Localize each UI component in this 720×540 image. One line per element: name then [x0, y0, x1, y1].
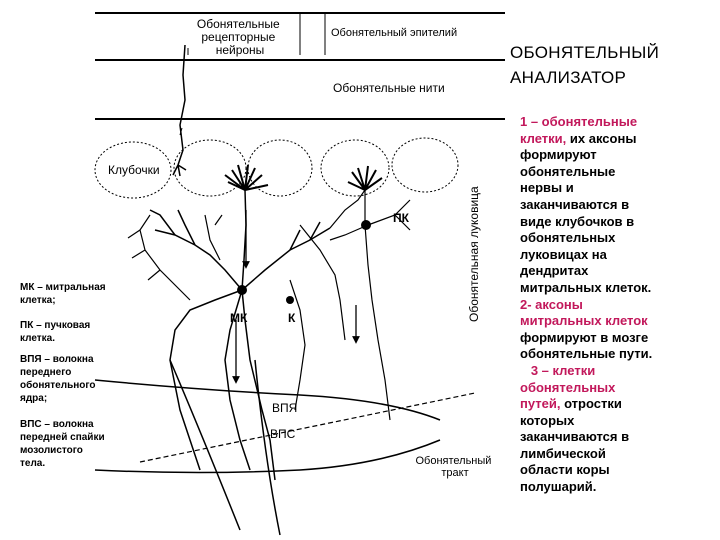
- description-line: заканчиваются в: [520, 196, 630, 212]
- legend-line: ВПС – волокна: [20, 419, 94, 430]
- description-line: обонятельные: [520, 163, 616, 179]
- label-olfactory-threads: Обонятельные нити: [333, 81, 445, 95]
- description-text: 1 – обонятельные клетки, их аксоны форми…: [520, 114, 715, 496]
- description-line: митральных клеток: [520, 313, 648, 329]
- description-line: полушарий.: [520, 479, 597, 495]
- title-line: ОБОНЯТЕЛЬНЫЙ: [510, 43, 660, 62]
- label-glomeruli: Клубочки: [108, 163, 160, 177]
- tract-line: [139, 392, 476, 463]
- description-line: обонятельных: [520, 379, 616, 395]
- description-line: обонятельных: [520, 230, 616, 246]
- description-line: обонятельные пути.: [520, 346, 653, 362]
- legend-line: переднего: [20, 367, 72, 378]
- description-line: 2- аксоны: [520, 296, 583, 312]
- mitral-cell-body: [237, 285, 247, 295]
- description-line: путей, отростки: [520, 396, 622, 412]
- legend-line: клетка.: [20, 333, 56, 344]
- legend-line: мозолистого: [20, 445, 83, 456]
- legend-line: обонятельного: [20, 380, 96, 391]
- description-line: виде клубочков в: [520, 213, 635, 229]
- label-receptor-neurons: Обонятельные рецепторные нейроны: [197, 17, 283, 57]
- description-line: формируют: [520, 147, 597, 163]
- label-vpya: ВПЯ: [272, 401, 297, 415]
- description-line: 1 – обонятельные: [520, 114, 638, 129]
- description-line: дендритах: [520, 263, 589, 279]
- legend-line: передней спайки: [20, 432, 105, 443]
- glomeruli-circles: [94, 137, 459, 199]
- description-line: формируют в мозге: [520, 329, 649, 345]
- legend-line: ядра;: [20, 393, 48, 404]
- description-line: области коры: [520, 462, 610, 478]
- legend-mk: МК – митральная клетка;: [20, 281, 135, 307]
- mitral-cell: [149, 189, 331, 481]
- label-pk: ПК: [393, 211, 410, 225]
- description-line: заканчиваются в: [520, 429, 630, 445]
- glomerulus-tufts: [224, 164, 383, 191]
- bulb-outline: [94, 359, 441, 536]
- description-line: клетки, их аксоны: [520, 130, 637, 146]
- legend-line: МК – митральная: [20, 282, 106, 293]
- label-mk: МК: [230, 311, 248, 325]
- description-line: луковицах на: [520, 246, 607, 262]
- legend-line: тела.: [20, 458, 46, 469]
- legend-line: ВПЯ – волокна: [20, 354, 94, 365]
- title-line: АНАЛИЗАТОР: [510, 68, 627, 87]
- legend-vpya: ВПЯ – волокна переднего обонятельного яд…: [20, 353, 135, 405]
- description-line: лимбической: [520, 445, 606, 461]
- boundary-lines: [95, 12, 505, 120]
- description-line: митральных клеток.: [520, 279, 652, 295]
- description-line: 3 – клетки: [520, 362, 596, 378]
- legend-vps: ВПС – волокна передней спайки мозолистог…: [20, 418, 135, 470]
- page-title: ОБОНЯТЕЛЬНЫЙ АНАЛИЗАТОР: [510, 40, 715, 90]
- legend-line: ПК – пучковая: [20, 320, 91, 331]
- label-tract: Обонятельный тракт: [415, 455, 494, 479]
- tufted-cell-body: [361, 220, 371, 230]
- granule-cell-body: [286, 296, 294, 304]
- label-epithelium: Обонятельный эпителий: [331, 27, 457, 39]
- description-line: нервы и: [520, 180, 574, 196]
- description-line: которых: [520, 412, 575, 428]
- label-k: К: [288, 311, 296, 325]
- legend-pk: ПК – пучковая клетка.: [20, 319, 135, 345]
- direction-arrows: [179, 48, 360, 384]
- label-vps: ВПС: [270, 427, 296, 441]
- label-olfactory-bulb: Обонятельная луковица: [467, 186, 481, 322]
- receptor-axon: [172, 44, 187, 177]
- legend-line: клетка;: [20, 295, 56, 306]
